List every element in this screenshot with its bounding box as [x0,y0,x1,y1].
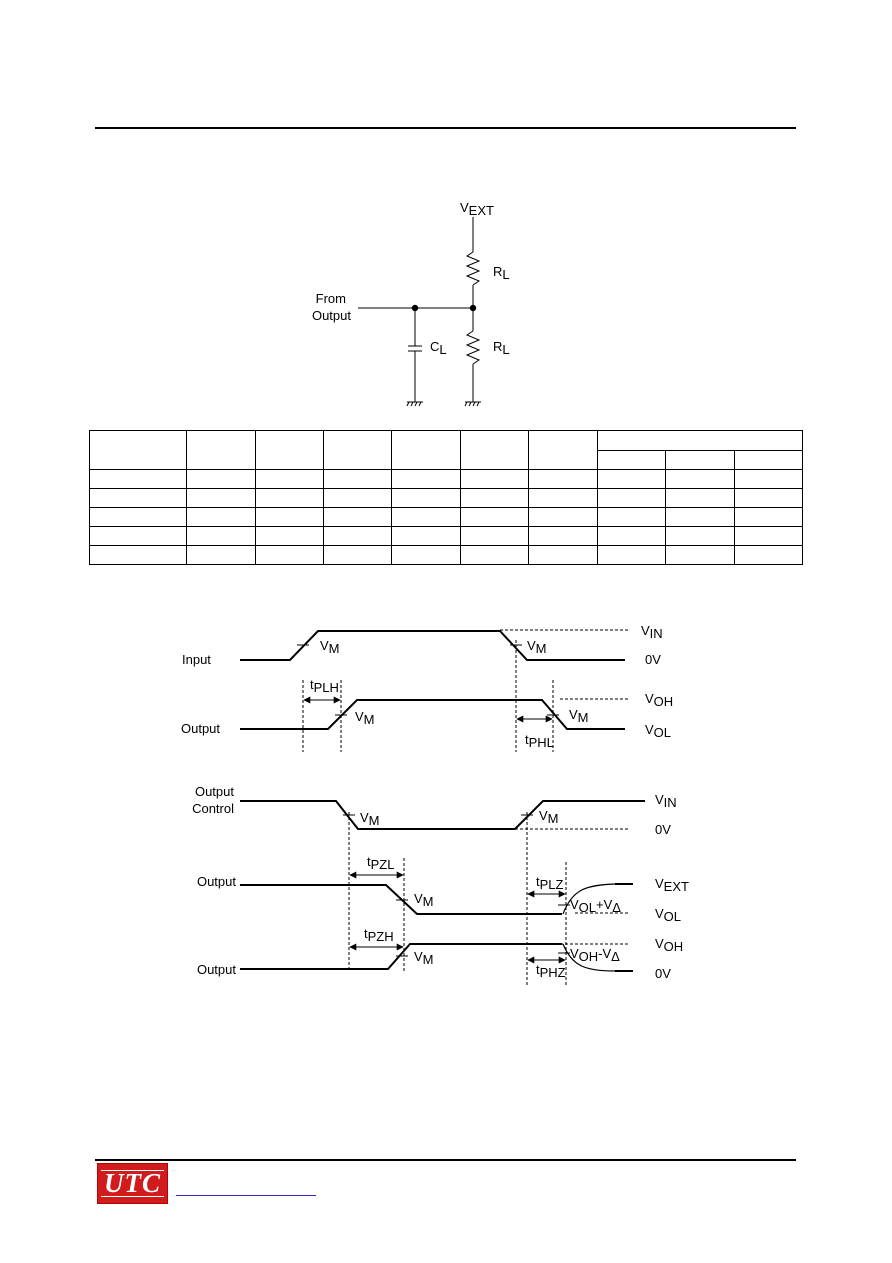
vol-plus-delta-label: VOL+VΔ [570,897,621,915]
junction-dot [469,304,477,312]
table-row [89,430,804,470]
enable-disable-diagram: Output Control Output Output VM VM VM VM… [192,784,689,985]
rl-top-label: RL [493,264,510,282]
zero-v-label: 0V [655,822,671,837]
from-output-label: From [316,291,346,306]
zero-v-label: 0V [645,652,661,667]
test-circuit-diagram: VEXT RL RL CL From Output [312,200,510,407]
vol-label: VOL [655,906,681,924]
ground-icon-right [464,401,481,407]
output-waveform [240,699,625,730]
voh-label: VOH [655,936,683,954]
tphl-label: tPHL [525,732,554,750]
input-label: Input [182,652,211,667]
tpzl-label: tPZL [367,854,394,872]
output-control-label: Control [192,801,234,816]
vin-label: VIN [641,623,663,641]
resistor-rl-bottom [465,330,481,365]
table-cell [528,430,598,470]
vm-label: VM [320,638,340,656]
rl-bottom-label: RL [493,339,510,357]
ground-icon-left [406,401,423,407]
vm-label: VM [414,949,434,967]
output-control-label: Output [195,784,234,799]
vm-label: VM [569,707,589,725]
table-row [89,526,804,546]
input-waveform [240,630,625,661]
tpzh-label: tPZH [364,926,394,944]
from-output-label: Output [312,308,351,323]
utc-logo: UTC [97,1163,168,1204]
vm-label: VM [355,709,375,727]
output-label: Output [197,874,236,889]
vm-label: VM [414,891,434,909]
footer-rule [95,1159,796,1161]
output-label: Output [197,962,236,977]
header-rule [95,127,796,129]
tplh-label: tPLH [310,677,339,695]
table-cell [391,430,461,470]
output-label: Output [181,721,220,736]
zero-v-label: 0V [655,966,671,981]
vol-label: VOL [645,722,671,740]
vin-label: VIN [655,792,677,810]
propagation-delay-diagram: Input Output VM VM VM VM tPLH tPHL VIN 0… [181,623,673,752]
vm-label: VM [539,808,559,826]
table-row [89,469,804,489]
vext-label: VEXT [655,876,689,894]
junction-dot [411,304,419,312]
vm-label: VM [527,638,547,656]
table-row [89,545,804,565]
website-link[interactable] [176,1194,316,1196]
tphz-label: tPHZ [536,962,566,980]
logo-text: UTC [104,1168,161,1198]
table-row [89,507,804,527]
test-conditions-table [89,430,804,565]
voh-label: VOH [645,691,673,709]
table-cell [186,430,256,470]
table-cell [255,430,324,470]
vm-label: VM [360,810,380,828]
supply-label: VEXT [460,200,494,218]
table-cell [89,430,187,470]
voh-minus-delta-label: VOH-VΔ [570,946,620,964]
tplz-label: tPLZ [536,874,564,892]
resistor-rl-top [465,251,481,286]
cl-label: CL [430,339,447,357]
output-control-waveform [240,800,645,830]
